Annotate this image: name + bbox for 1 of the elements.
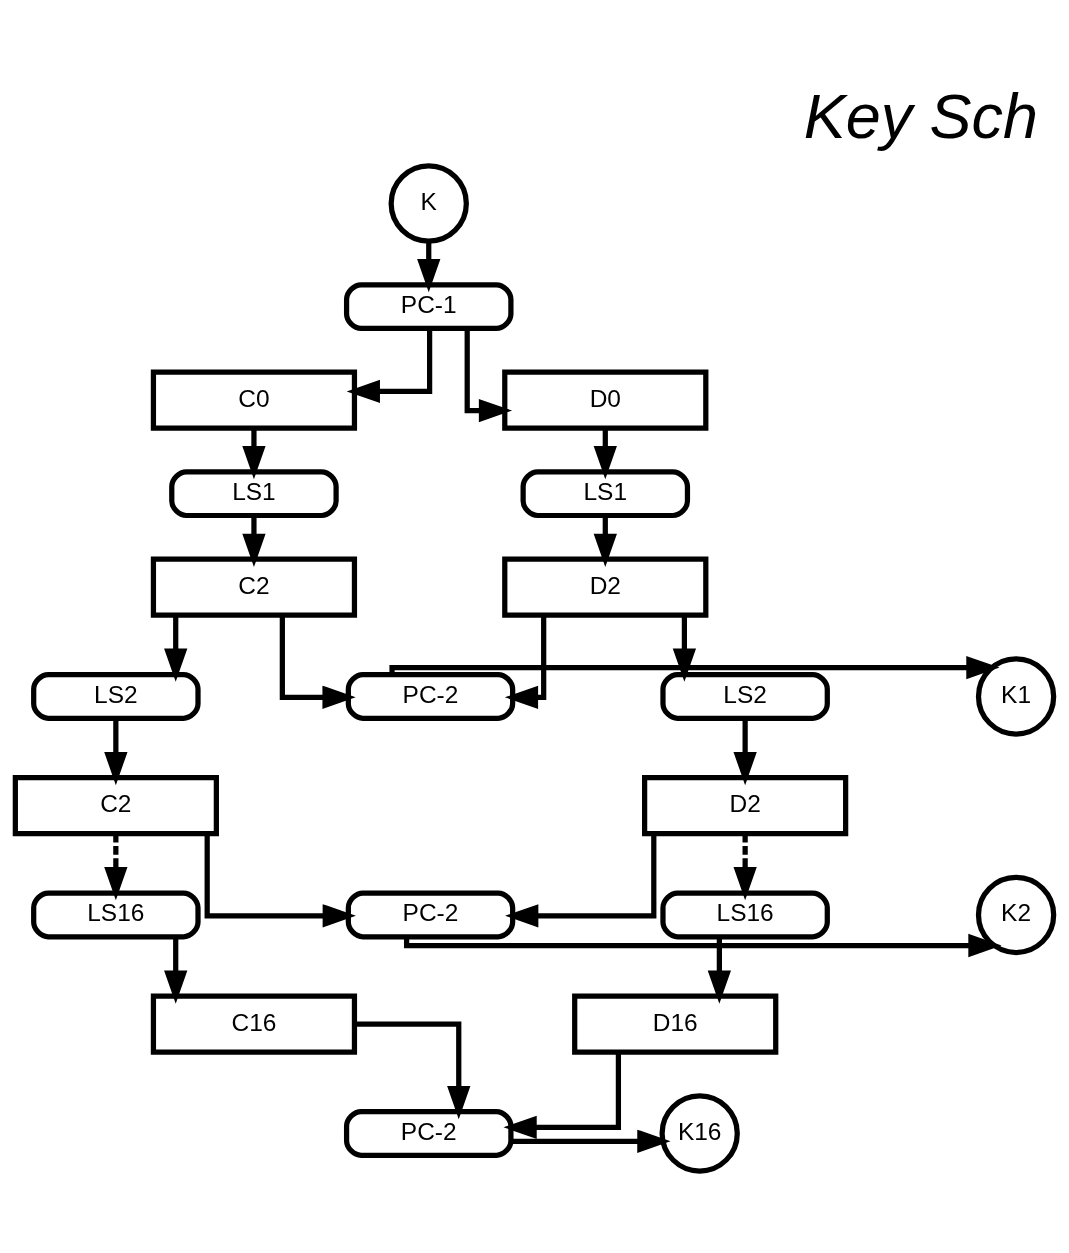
diagram-title: Key Sch — [803, 80, 1038, 151]
